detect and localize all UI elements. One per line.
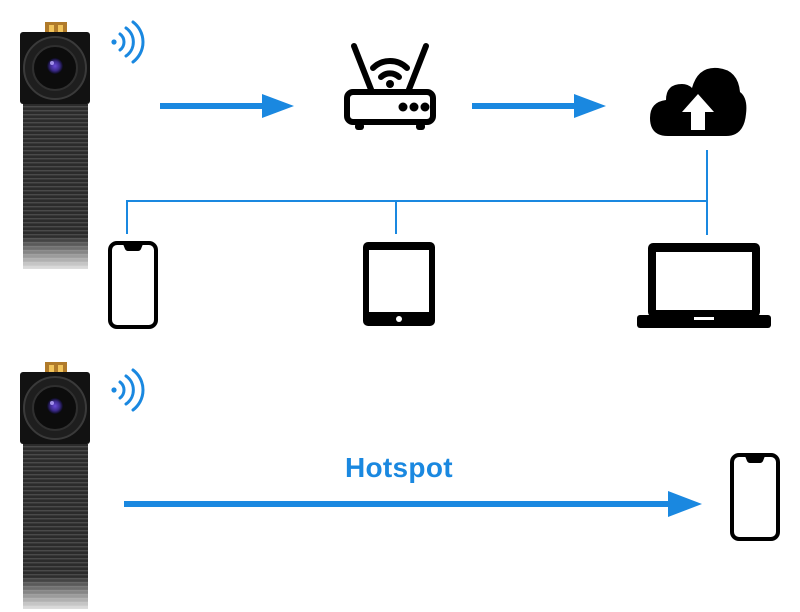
cloud-upload-icon <box>650 67 747 136</box>
wifi-signal-icon <box>109 368 145 412</box>
laptop-icon <box>637 243 771 328</box>
hotspot-mode-section <box>0 340 800 610</box>
arrow-router-to-cloud <box>472 94 606 118</box>
device-connection-lines <box>126 150 708 235</box>
hotspot-arrow <box>124 491 702 517</box>
tablet-icon <box>363 242 435 326</box>
smartphone-icon <box>730 453 780 541</box>
arrow-camera-to-router <box>160 94 294 118</box>
smartphone-icon <box>108 241 158 329</box>
hotspot-label: Hotspot <box>345 452 453 483</box>
wifi-router-icon <box>344 43 436 130</box>
cloud-mode-section <box>19 20 771 329</box>
spy-camera-module-icon <box>19 362 91 610</box>
